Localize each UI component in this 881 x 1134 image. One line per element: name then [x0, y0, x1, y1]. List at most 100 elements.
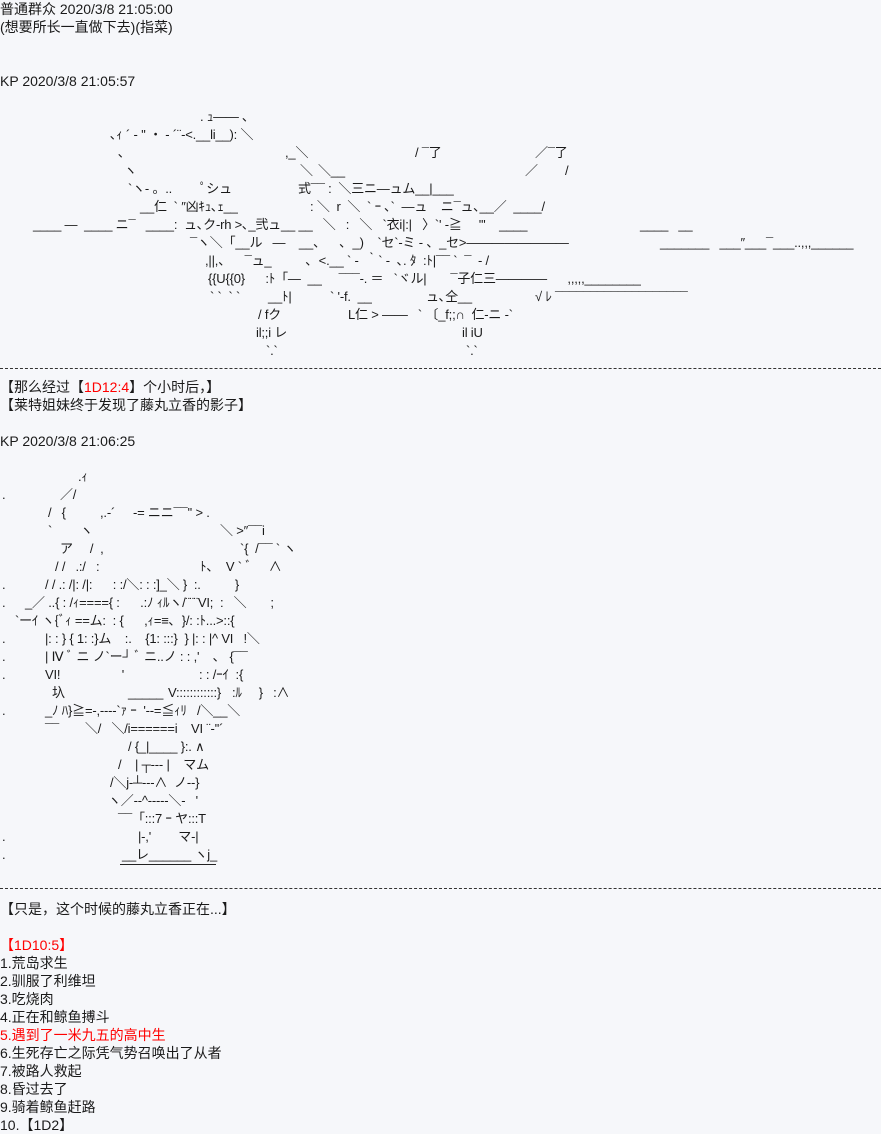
ascii-art-fragment: `	[48, 523, 53, 538]
option-item: 7.被路人救起	[0, 1063, 82, 1079]
option-item: 8.昏过去了	[0, 1081, 68, 1097]
post-author-line: KP 2020/3/8 21:06:25	[0, 433, 136, 449]
ascii-art-fragment: ,.-´	[100, 505, 116, 520]
ascii-art-fragment: _______ ___″___¯___..,,,______	[660, 235, 854, 250]
option-item: 3.吃烧肉	[0, 991, 54, 1007]
ascii-art-fragment: ____ __	[640, 217, 693, 232]
ascii-art-fragment: __レ______ ヽj_	[122, 847, 217, 862]
ascii-art-fragment: ,||,、 ¯ュ_ ､ <.__ ` - ｀` - ､. ﾀ :ﾄ|¯¯ ` ¯…	[205, 253, 489, 268]
ascii-art-fragment: ＼__	[318, 163, 345, 178]
ascii-art-fragment: .ｨ	[78, 469, 88, 484]
ascii-art-fragment: | Ⅳ ﾞ ニ ノ`ー┘ ﾞ ニ..ノ : : ,' ､ {¯¯	[45, 649, 248, 664]
ascii-art-fragment: .	[2, 595, 6, 610]
ascii-art-fragment: VI! ' : : /ｰｲ :{	[45, 667, 244, 682]
ascii-art-fragment: `.`	[266, 343, 278, 358]
ascii-art-fragment: `{ /¯¯ ` ヽ	[240, 541, 297, 556]
dice-roll: 1D12:4	[84, 379, 130, 395]
narration-line: 【只是，这个时候的藤丸立香正在...】	[0, 901, 236, 917]
ascii-art-fragment: / ¯了	[415, 145, 442, 160]
ascii-art-fragment: ､	[118, 145, 125, 160]
ascii-art-fragment: _／ ..{ : /ｨ===={ : .:ﾉ ｨﾙヽ/¨¨¨VI; : ＼ ;	[25, 595, 274, 610]
ascii-art-fragment: il iU	[462, 325, 483, 340]
narration-line: 【莱特姐妹终于发现了藤丸立香的影子】	[0, 397, 252, 413]
ascii-art-fragment: V::::::::::::}	[168, 685, 222, 700]
ascii-art-fragment: ヽ	[80, 523, 93, 538]
ascii-art-fragment: ヽ／--^-----＼- '	[108, 793, 198, 808]
narration-text: 】个小时后，】	[129, 379, 221, 395]
ascii-art-fragment: ﾟシュ	[200, 181, 232, 196]
ascii-art-fragment: /＼j-┴---∧ ノ--}	[110, 775, 200, 790]
ascii-art-fragment: 圦	[52, 685, 65, 700]
post-message: (想要所长一直做下去)(指菜)	[0, 19, 173, 35]
option-item: 6.生死存亡之际凭气势召唤出了从者	[0, 1045, 222, 1061]
ascii-art-fragment: / {	[48, 505, 66, 520]
ascii-art-fragment: L仁 > ―― ` 〔_f;;∩ 仁-ニ -`	[348, 307, 513, 322]
option-item: 9.骑着鲸鱼赶路	[0, 1099, 96, 1115]
ascii-art-fragment: /	[565, 163, 569, 178]
ascii-art-fragment: √ ﾚ ¯¯¯¯¯¯¯¯¯¯¯¯¯¯¯¯¯¯¯	[535, 289, 688, 304]
dice-roll: 1D10:5	[14, 937, 60, 953]
ascii-art-fragment: ¯¯	[45, 721, 59, 736]
art-ground-line	[120, 864, 216, 865]
dice-roll-line: 【1D10:5】	[0, 936, 73, 954]
ascii-art-fragment: . ｭ―― ､	[200, 109, 249, 124]
ascii-art-fragment: 式¯¯ : ＼三ニ―ュム__|___	[298, 181, 454, 196]
option-item: 2.驯服了利维坦	[0, 973, 96, 989]
ascii-art-fragment: / | ┬--- | マム	[118, 757, 209, 772]
ascii-art-fragment: `ーｲ ヽ{ﾞｨ ==ム: : { ,ｨ=≡､ }/: :ﾄ...>::{	[15, 613, 235, 628]
ascii-art-fragment: ` '-f. __	[330, 289, 372, 304]
narration-text: 【那么经过【	[0, 379, 84, 395]
ascii-art-fragment: ﾄ、 V ` ﾞ ∧	[200, 559, 282, 574]
ascii-art-fragment: `.`	[466, 343, 478, 358]
ascii-art-fragment: ､ｨ ´ - '' ・ - ´¨-<.__li__): ＼	[110, 127, 254, 142]
ascii-art-fragment: ,_＼	[285, 145, 309, 160]
ascii-art-fragment: ＼	[300, 163, 313, 178]
ascii-art-fragment: ュ､仝__	[426, 289, 472, 304]
ascii-art-fragment: ／	[525, 163, 538, 178]
ascii-art-fragment: ¯ヽ＼「__ル ― __、 ､ _) `セ`-ミ - 、_セ>————————	[190, 235, 569, 250]
ascii-art-fragment: .	[2, 631, 6, 646]
ascii-art-fragment: ` ` ` `	[210, 289, 241, 304]
ascii-art-fragment: __ﾄ|	[268, 289, 292, 304]
ascii-art-fragment: .	[2, 847, 6, 862]
ascii-art-fragment: / / .:/ :	[55, 559, 100, 574]
divider	[0, 368, 881, 369]
ascii-art-fragment: / fク	[258, 307, 282, 322]
post-author-line: KP 2020/3/8 21:05:57	[0, 73, 136, 89]
ascii-art-fragment: _____	[128, 685, 164, 700]
ascii-art-fragment: `ヽ- 。..	[128, 181, 173, 196]
ascii-art-fragment: .	[2, 829, 6, 844]
ascii-art-fragment: :ﾙ } :∧	[232, 685, 290, 700]
ascii-art-fragment: ＼ >″¯¯i	[220, 523, 265, 538]
ascii-art-fragment: .	[2, 667, 6, 682]
option-item-selected: 5.遇到了一米九五的高中生	[0, 1027, 166, 1043]
ascii-art-fragment: / / .: /|: /|: : :/＼: : :]_＼ } :. }	[45, 577, 239, 592]
ascii-art-fragment: ア / ,	[60, 541, 104, 556]
ascii-art-fragment: .	[2, 703, 6, 718]
bracket: 】	[59, 937, 74, 953]
ascii-art-fragment: .	[2, 487, 6, 502]
narration-line: 【那么经过【1D12:4】个小时后，】	[0, 378, 220, 396]
ascii-art-fragment: |: : } { 1: :}ム :. {1: :::} } |: : |^ VI…	[45, 631, 260, 646]
ascii-art-fragment: -= ニニ¯¯'' > .	[133, 505, 210, 520]
divider	[0, 888, 881, 889]
ascii-art-fragment: ／¯了	[535, 145, 568, 160]
option-item: 10.【1D2】	[0, 1117, 74, 1133]
post-author-line: 普通群众 2020/3/8 21:05:00	[0, 1, 173, 17]
option-item: 1.荒岛求生	[0, 955, 68, 971]
bracket: 【	[0, 937, 14, 953]
ascii-art-fragment: ____ ― ____ ニ¯ ____: ュ､ク-rh >､_弐ュ__ __ ＼…	[33, 217, 528, 232]
ascii-art-fragment: ヽ	[124, 163, 137, 178]
ascii-art-fragment: ／/	[60, 487, 77, 502]
ascii-art-fragment: {{U{{0} :ﾄ「― __ ¯¯¯-. ＝ `ヾル| ¯子仁三———— ,,…	[208, 271, 641, 286]
option-item: 4.正在和鲸鱼搏斗	[0, 1009, 110, 1025]
ascii-art-fragment: |-,' マ-|	[138, 829, 199, 844]
ascii-art-fragment: il;;i レ	[256, 325, 288, 340]
ascii-art-fragment: ¯¯「:::7 ｰ ヤ:::T	[118, 811, 206, 826]
ascii-art-fragment: : ＼ r ＼ ` ｰ ､` ―ュ ニ¯ュ､__／ ____/	[310, 199, 545, 214]
ascii-art-fragment: .	[2, 577, 6, 592]
ascii-art-fragment: / {_|____ }:. ∧	[128, 739, 205, 754]
ascii-art-fragment: .	[2, 649, 6, 664]
ascii-art-fragment: ＼/ ＼/i======i VI ¨-''´	[85, 721, 224, 736]
ascii-art-fragment: _ﾉ ﾊ}≧=-,----`ｧ ｰ '--=≦ｨﾘ /＼__＼	[45, 703, 241, 718]
